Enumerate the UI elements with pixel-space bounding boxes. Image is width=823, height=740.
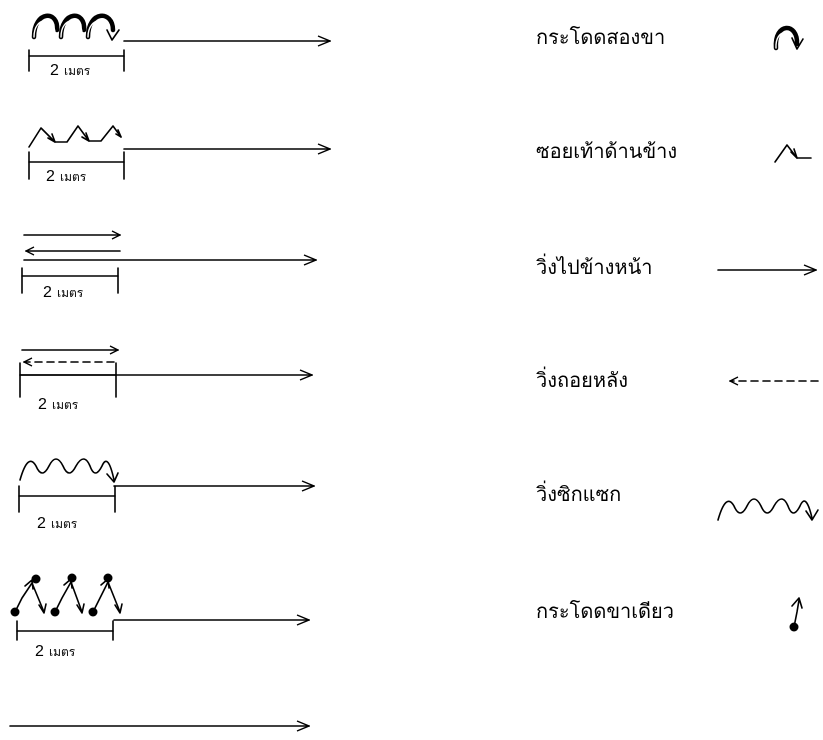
hop-dots bbox=[10, 573, 113, 617]
row-side-shuffle bbox=[28, 125, 330, 180]
distance-label-5: 2 เมตร bbox=[37, 515, 78, 532]
distance-number: 2 bbox=[43, 284, 52, 301]
distance-unit: เมตร bbox=[52, 398, 79, 412]
legend-symbol-hop-icon bbox=[789, 597, 803, 632]
distance-number: 2 bbox=[46, 168, 55, 185]
distance-number: 2 bbox=[35, 643, 44, 660]
distance-bracket bbox=[28, 49, 125, 72]
legend-symbol-zigzag-icon bbox=[717, 498, 813, 521]
distance-bracket bbox=[16, 620, 114, 641]
distance-bracket bbox=[19, 362, 117, 398]
distance-number: 2 bbox=[50, 62, 59, 79]
legend-label-hop-one-foot: กระโดดขาเดียว bbox=[536, 599, 674, 623]
legend-label-zigzag: วิ่งซิกแซก bbox=[536, 480, 621, 506]
distance-bracket bbox=[18, 485, 116, 513]
shuffle-tick bbox=[47, 129, 122, 143]
distance-number: 2 bbox=[37, 515, 46, 532]
shuffle-zigzag-icon bbox=[28, 125, 122, 148]
distance-label-6: 2 เมตร bbox=[35, 643, 76, 660]
row-hop-one-foot bbox=[10, 573, 310, 641]
legend-symbol-shuffle-icon bbox=[774, 144, 812, 163]
distance-unit: เมตร bbox=[51, 517, 78, 531]
distance-label-2: 2 เมตร bbox=[46, 168, 87, 185]
distance-label-3: 2 เมตร bbox=[43, 284, 84, 301]
legend-label-side-shuffle: ซอยเท้าด้านข้าง bbox=[536, 139, 677, 163]
legend-label-run-backward: วิ่งถอยหลัง bbox=[536, 366, 628, 392]
row-run-backward bbox=[19, 350, 312, 398]
distance-unit: เมตร bbox=[60, 170, 87, 184]
legend-symbol-jump-icon bbox=[773, 25, 804, 51]
row-run-forward bbox=[21, 235, 316, 294]
jump-arcs-icon bbox=[31, 13, 120, 41]
distance-unit: เมตร bbox=[64, 64, 91, 78]
distance-unit: เมตร bbox=[57, 286, 84, 300]
distance-bracket bbox=[28, 151, 125, 180]
distance-number: 2 bbox=[38, 396, 47, 413]
legend-label-run-forward: วิ่งไปข้างหน้า bbox=[536, 253, 653, 279]
distance-unit: เมตร bbox=[49, 645, 76, 659]
zigzag-wave-icon bbox=[19, 458, 115, 481]
distance-label-1: 2 เมตร bbox=[50, 62, 91, 79]
hop-zigzag-icon bbox=[14, 578, 123, 614]
distance-label-4: 2 เมตร bbox=[38, 396, 79, 413]
distance-bracket bbox=[21, 267, 119, 294]
legend-label-jump-two-feet: กระโดดสองขา bbox=[536, 25, 665, 49]
row-jump-two-feet bbox=[28, 13, 330, 72]
row-zigzag bbox=[18, 458, 314, 513]
